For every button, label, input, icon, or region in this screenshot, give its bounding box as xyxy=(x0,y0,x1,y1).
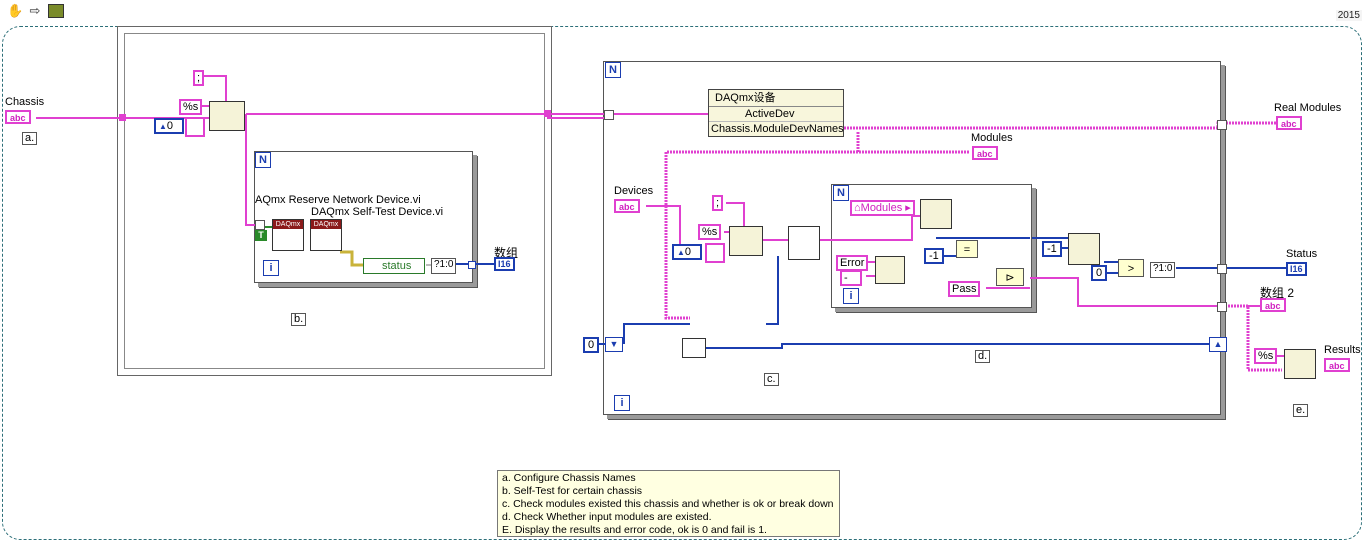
section-label-e: e. xyxy=(1293,404,1309,417)
array2-indicator: abc xyxy=(1260,298,1286,312)
section-label-c: c. xyxy=(764,373,779,386)
unbundle-status-node[interactable]: status xyxy=(363,258,425,274)
comment-line: d. Check Whether input modules are exist… xyxy=(502,511,712,523)
string-constant[interactable]: - xyxy=(840,270,862,286)
minus-one-constant[interactable]: -1 xyxy=(1042,241,1062,257)
index-constant[interactable]: ▲0 xyxy=(672,244,702,260)
string-array-constant[interactable] xyxy=(705,243,725,263)
daqmx-device-property-node[interactable]: DAQmx设备 ActiveDev Chassis.ModuleDevNames xyxy=(708,89,844,137)
match-pattern-function[interactable] xyxy=(920,199,952,229)
property-node-title: DAQmx设备 xyxy=(709,90,843,107)
hand-icon[interactable]: ✋ xyxy=(7,3,24,18)
pass-constant[interactable]: Pass xyxy=(948,281,981,297)
string-array-constant[interactable] xyxy=(185,117,205,137)
loop-count-terminal[interactable]: N xyxy=(255,152,271,168)
results-indicator: abc xyxy=(1324,358,1350,372)
tunnel xyxy=(544,110,551,117)
bool-to-number-function[interactable]: ?1:0 xyxy=(1150,262,1176,278)
select-string-function[interactable]: ⊳ xyxy=(996,268,1024,286)
semicolon-constant[interactable]: ; xyxy=(193,70,205,86)
array-size-function[interactable] xyxy=(682,338,706,358)
results-indicator-label: Results xyxy=(1324,344,1361,356)
section-label-a: a. xyxy=(22,132,38,145)
chassis-control[interactable]: abc xyxy=(5,110,31,124)
semicolon-constant[interactable]: ; xyxy=(712,195,724,211)
format-string-constant[interactable]: %s xyxy=(698,224,722,240)
greater-function[interactable]: > xyxy=(1118,259,1144,277)
loop-count-terminal[interactable]: N xyxy=(605,62,621,78)
array-indicator: I16 xyxy=(494,257,515,271)
devices-label: Devices xyxy=(614,185,654,197)
index-constant[interactable]: ▲0 xyxy=(154,118,184,134)
status-indicator-label: Status xyxy=(1286,248,1318,260)
toolbar: ✋ ⇨ 2015 xyxy=(0,0,1366,22)
daqmx-badge: DAQmx xyxy=(311,220,341,229)
real-modules-indicator: abc xyxy=(1276,116,1302,130)
chassis-label: Chassis xyxy=(5,96,45,108)
minus-one-constant[interactable]: -1 xyxy=(924,248,944,264)
self-test-device-subvi[interactable]: DAQmx xyxy=(310,219,342,251)
true-constant[interactable]: T xyxy=(255,230,267,241)
array-to-spreadsheet-string-function[interactable] xyxy=(1284,349,1316,379)
format-string-constant[interactable]: %s xyxy=(1254,348,1278,364)
format-string-constant[interactable]: %s xyxy=(179,99,203,115)
tunnel xyxy=(1217,120,1227,130)
property-active-dev[interactable]: ActiveDev xyxy=(709,107,843,122)
comment-box[interactable]: a. Configure Chassis Names b. Self-Test … xyxy=(497,470,840,537)
reserve-subvi-label: AQmx Reserve Network Device.vi xyxy=(255,194,421,206)
tunnel xyxy=(1217,302,1227,312)
shift-register-left[interactable]: ▼ xyxy=(605,337,623,352)
zero-constant[interactable]: 0 xyxy=(1091,265,1108,281)
real-modules-label: Real Modules xyxy=(1274,102,1342,114)
spreadsheet-string-to-array-function[interactable] xyxy=(209,101,245,131)
block-diagram-border xyxy=(2,26,1362,540)
tunnel xyxy=(119,114,126,121)
bool-to-number-function[interactable]: ?1:0 xyxy=(431,258,457,274)
reserve-network-device-subvi[interactable]: DAQmx xyxy=(272,219,304,251)
comment-line: c. Check modules existed this chassis an… xyxy=(502,498,834,510)
loop-iteration-terminal[interactable]: i xyxy=(843,288,859,304)
daqmx-badge: DAQmx xyxy=(273,220,303,229)
loop-count-terminal[interactable]: N xyxy=(833,185,849,201)
loop-iteration-terminal[interactable]: i xyxy=(614,395,630,411)
array-indicator-label: 数组 xyxy=(494,246,519,260)
search-1d-array-function[interactable] xyxy=(788,226,820,260)
spreadsheet-string-to-array-function[interactable] xyxy=(729,226,763,256)
section-label-d: d. xyxy=(975,350,991,363)
comment-line: E. Display the results and error code, o… xyxy=(502,524,767,536)
comment-line: a. Configure Chassis Names xyxy=(502,472,636,484)
comment-line: b. Self-Test for certain chassis xyxy=(502,485,643,497)
loop-iteration-terminal[interactable]: i xyxy=(263,260,279,276)
tunnel xyxy=(255,220,265,230)
array2-indicator-label: 数组 2 xyxy=(1260,286,1295,300)
highlight-execution-icon[interactable] xyxy=(48,4,64,18)
section-label-b: b. xyxy=(291,313,307,326)
equal-function[interactable]: = xyxy=(956,240,978,258)
devices-control[interactable]: abc xyxy=(614,199,640,213)
numeric-constant[interactable]: 0 xyxy=(583,337,600,353)
tunnel xyxy=(1217,264,1227,274)
property-module-dev-names[interactable]: Chassis.ModuleDevNames xyxy=(711,123,844,135)
selftest-subvi-label: DAQmx Self-Test Device.vi xyxy=(311,206,444,218)
modules-indicator-label: Modules xyxy=(971,132,1013,144)
select-function[interactable] xyxy=(875,256,905,284)
shift-register-right[interactable]: ▲ xyxy=(1209,337,1227,352)
tunnel xyxy=(604,110,614,120)
error-constant[interactable]: Error xyxy=(836,255,869,271)
version-label: 2015 xyxy=(1335,10,1362,21)
search-array-function[interactable] xyxy=(1068,233,1100,265)
arrow-icon[interactable]: ⇨ xyxy=(29,3,41,18)
tunnel xyxy=(468,261,476,269)
status-indicator: I16 xyxy=(1286,262,1307,276)
modules-indicator: abc xyxy=(972,146,998,160)
modules-reference-constant[interactable]: ⌂Modules ▸ xyxy=(850,200,915,216)
